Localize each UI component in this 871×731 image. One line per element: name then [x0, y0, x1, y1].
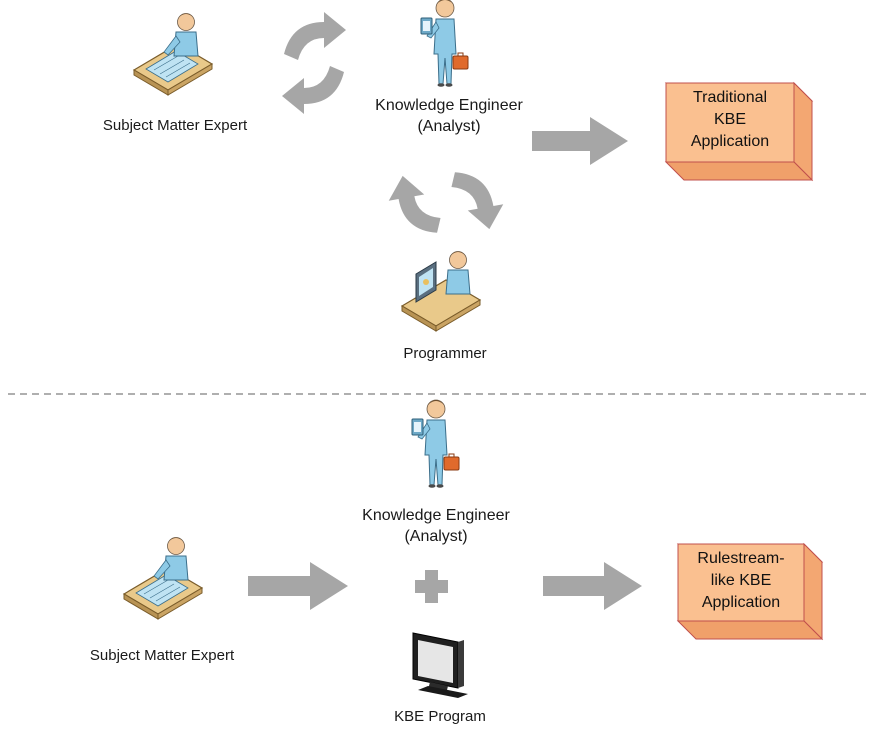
kbe-program-label: KBE Program	[394, 708, 486, 725]
sme-desk-icon-top	[133, 12, 213, 96]
box-line: like KBE	[710, 572, 772, 589]
arrow-plus-to-result	[543, 562, 642, 610]
box-line: Traditional	[692, 89, 768, 106]
knowledge-engineer-icon-top	[420, 0, 469, 88]
ke-label-bottom-line2: (Analyst)	[404, 528, 468, 545]
ke-label-top-line2: (Analyst)	[417, 118, 481, 135]
plus-icon	[415, 570, 448, 603]
sme-label-top: Subject Matter Expert	[102, 117, 248, 134]
programmer-icon	[401, 250, 481, 332]
sme-desk-icon-bottom	[123, 536, 203, 620]
ke-label-top-line1: Knowledge Engineer	[375, 97, 523, 114]
arrow-to-traditional-kbe	[532, 117, 628, 165]
cycle-arrows-ke-programmer	[384, 164, 508, 241]
box-line: KBE	[713, 111, 746, 128]
monitor-icon	[412, 632, 468, 698]
arrow-sme-to-plus	[248, 562, 348, 610]
sme-label-bottom: Subject Matter Expert	[89, 647, 235, 664]
ke-label-bottom-line1: Knowledge Engineer	[362, 507, 510, 524]
knowledge-engineer-icon-bottom	[411, 399, 460, 489]
box-line: Application	[701, 594, 781, 611]
rulestream-kbe-box	[676, 542, 824, 641]
programmer-label: Programmer	[403, 345, 487, 362]
cycle-arrows-sme-ke	[282, 12, 346, 114]
traditional-kbe-text: Traditional KBE Application	[666, 87, 794, 153]
box-line: Application	[690, 133, 770, 150]
traditional-kbe-box	[664, 81, 814, 182]
rulestream-kbe-text: Rulestream- like KBE Application	[678, 548, 804, 614]
box-line: Rulestream-	[697, 550, 785, 567]
